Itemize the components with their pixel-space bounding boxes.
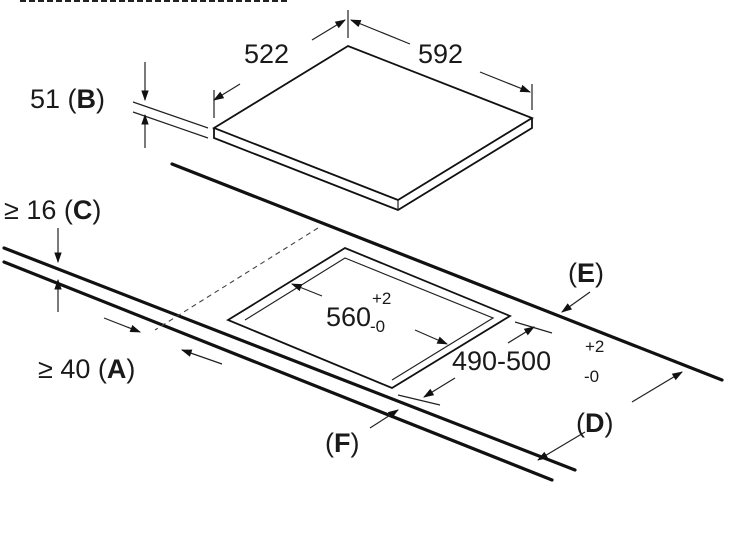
marker-e-label: (E) (568, 258, 604, 288)
dimension-d: (D) (537, 371, 683, 461)
cutout-outline (226, 246, 512, 390)
dimension-560-plus-tolerance: +2 (372, 289, 391, 308)
marker-f: (F) (325, 409, 399, 458)
dimension-490-minus-tolerance: -0 (584, 367, 599, 386)
dimension-560-label: 560 (326, 302, 371, 332)
dimension-592: 592 (349, 19, 533, 110)
hob-body (211, 44, 535, 212)
dimension-min-40-label: ≥ 40 (A) (38, 354, 135, 384)
dimension-490-500-label: 490-500 (452, 346, 551, 376)
dimension-522-label: 522 (244, 39, 289, 69)
worktop-back-edge (170, 162, 724, 382)
worktop-front-top-edge (2, 246, 577, 472)
dimension-560: 560 +2 -0 (290, 283, 448, 345)
dimension-490-plus-tolerance: +2 (585, 337, 604, 356)
dimension-522: 522 (213, 10, 349, 118)
dimension-min-40: ≥ 40 (A) (38, 317, 223, 384)
dimension-51-label: 51 (B) (30, 84, 105, 114)
dimension-min-16: ≥ 16 (C) (4, 195, 101, 312)
marker-f-label: (F) (325, 428, 360, 458)
dimension-min-16-label: ≥ 16 (C) (4, 195, 101, 225)
hob-thickness-edge (213, 118, 533, 212)
hob-top-face (211, 44, 535, 202)
dimension-51: 51 (B) (30, 62, 209, 148)
dimension-592-label: 592 (418, 39, 463, 69)
worktop (2, 162, 724, 482)
marker-e: (E) (561, 258, 604, 313)
dimension-490-500: 490-500 +2 -0 (397, 321, 604, 406)
marker-d-label: (D) (576, 408, 614, 438)
worktop-front-bottom-edge (2, 260, 554, 482)
dimension-560-minus-tolerance: -0 (370, 317, 385, 336)
